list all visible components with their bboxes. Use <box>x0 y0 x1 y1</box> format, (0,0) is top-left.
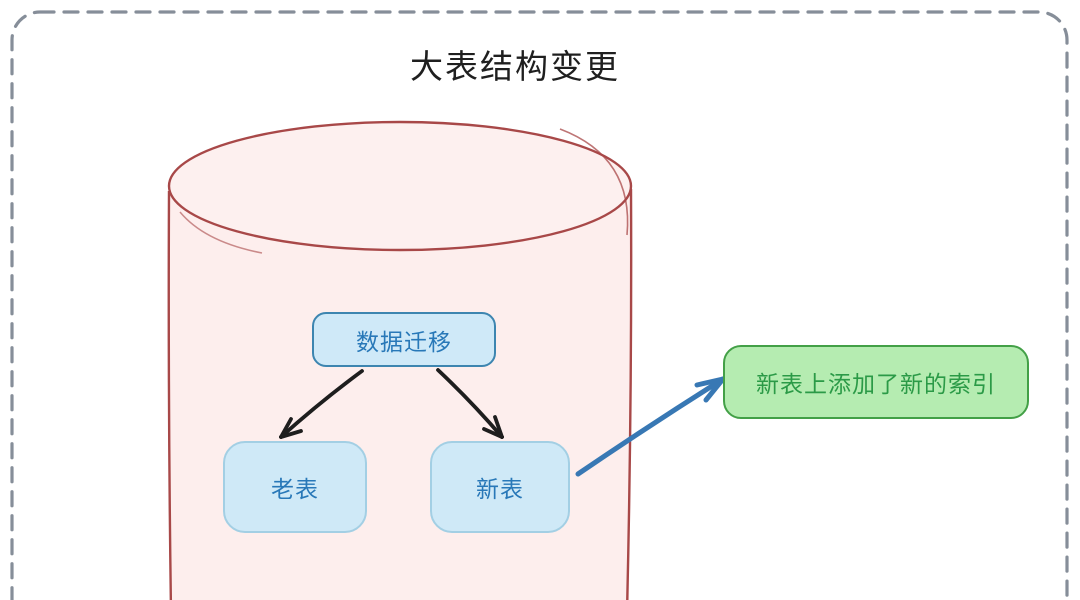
node-new-table: 新表 <box>430 441 570 533</box>
diagram-title: 大表结构变更 <box>410 48 620 85</box>
node-index-note: 新表上添加了新的索引 <box>723 345 1029 419</box>
canvas-dashed-border <box>10 10 1069 600</box>
arrow-migration-to-new-table <box>436 368 504 439</box>
arrow-migration-to-old-table <box>279 369 364 439</box>
node-old-table-label: 老表 <box>271 476 319 502</box>
node-old-table: 老表 <box>223 441 367 533</box>
node-data-migration-label: 数据迁移 <box>356 328 452 355</box>
node-data-migration: 数据迁移 <box>312 312 496 367</box>
arrow-new-table-to-index-note <box>575 376 726 477</box>
node-new-table-label: 新表 <box>476 476 524 502</box>
node-index-note-label: 新表上添加了新的索引 <box>756 371 996 397</box>
